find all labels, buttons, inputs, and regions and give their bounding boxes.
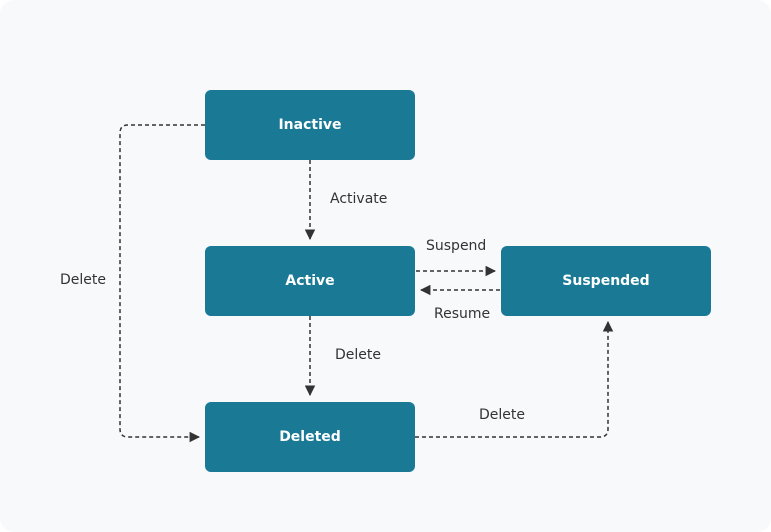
state-active[interactable]: Active: [205, 246, 415, 316]
edge-label-delete-active: Delete: [335, 347, 381, 363]
state-suspended[interactable]: Suspended: [501, 246, 711, 316]
edge-label-delete-deleted-suspended: Delete: [479, 407, 525, 423]
state-inactive[interactable]: Inactive: [205, 90, 415, 160]
state-deleted[interactable]: Deleted: [205, 402, 415, 472]
state-inactive-label: Inactive: [278, 117, 342, 133]
state-deleted-label: Deleted: [279, 429, 341, 445]
state-active-label: Active: [285, 273, 335, 289]
edge-delete-deleted-suspended: [415, 320, 614, 438]
state-suspended-label: Suspended: [562, 273, 650, 289]
edge-label-suspend: Suspend: [426, 238, 487, 254]
edge-label-resume: Resume: [434, 306, 491, 322]
edge-label-delete-inactive: Delete: [60, 272, 106, 288]
edge-delete-inactive: [119, 124, 205, 443]
edge-label-activate: Activate: [330, 191, 388, 207]
